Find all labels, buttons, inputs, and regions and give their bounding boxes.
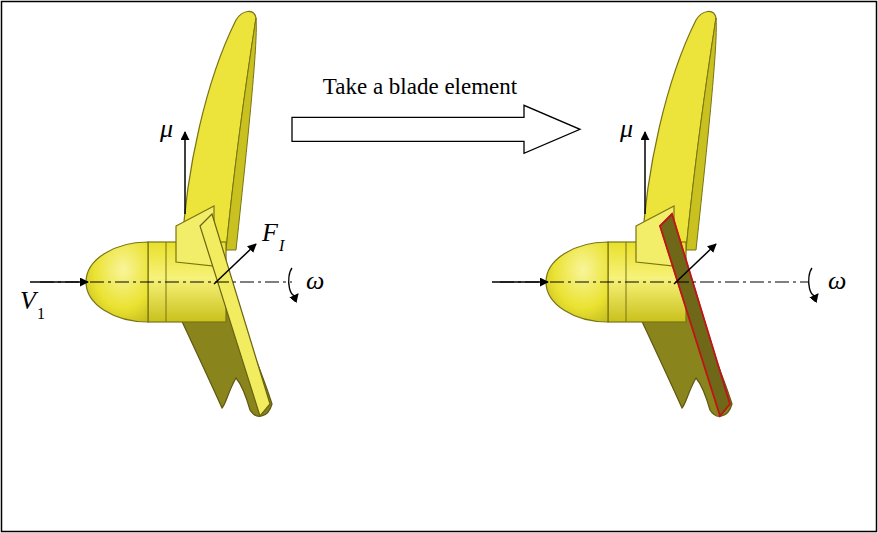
radial-arrow	[184, 132, 186, 214]
inflow-arrow	[30, 281, 88, 283]
subscript: 1	[37, 306, 45, 322]
force-arrow	[674, 244, 716, 284]
inflow-arrow	[492, 281, 548, 283]
velocity-symbol: V	[20, 288, 36, 314]
subscript: I	[279, 238, 284, 254]
force-symbol: F	[262, 220, 278, 246]
rotation-symbol	[289, 268, 298, 296]
radial-arrow	[644, 132, 646, 214]
rotation-symbol	[809, 268, 818, 296]
spacer	[40, 282, 460, 283]
force-arrow	[214, 244, 256, 284]
propeller-copy	[546, 11, 732, 416]
arrow-caption: Take a blade element	[288, 74, 586, 99]
rotation-symbol-label: ω	[828, 268, 846, 294]
blade-element-highlight	[660, 214, 730, 416]
hollow-arrow-outline	[292, 105, 580, 153]
propeller-right	[40, 11, 732, 416]
block-arrow: Take a blade element	[288, 74, 586, 170]
axis-symbol: μ	[160, 116, 173, 142]
rotation-symbol-label: ω	[306, 268, 324, 294]
propeller-left	[86, 11, 272, 416]
axis-symbol: μ	[620, 116, 633, 142]
